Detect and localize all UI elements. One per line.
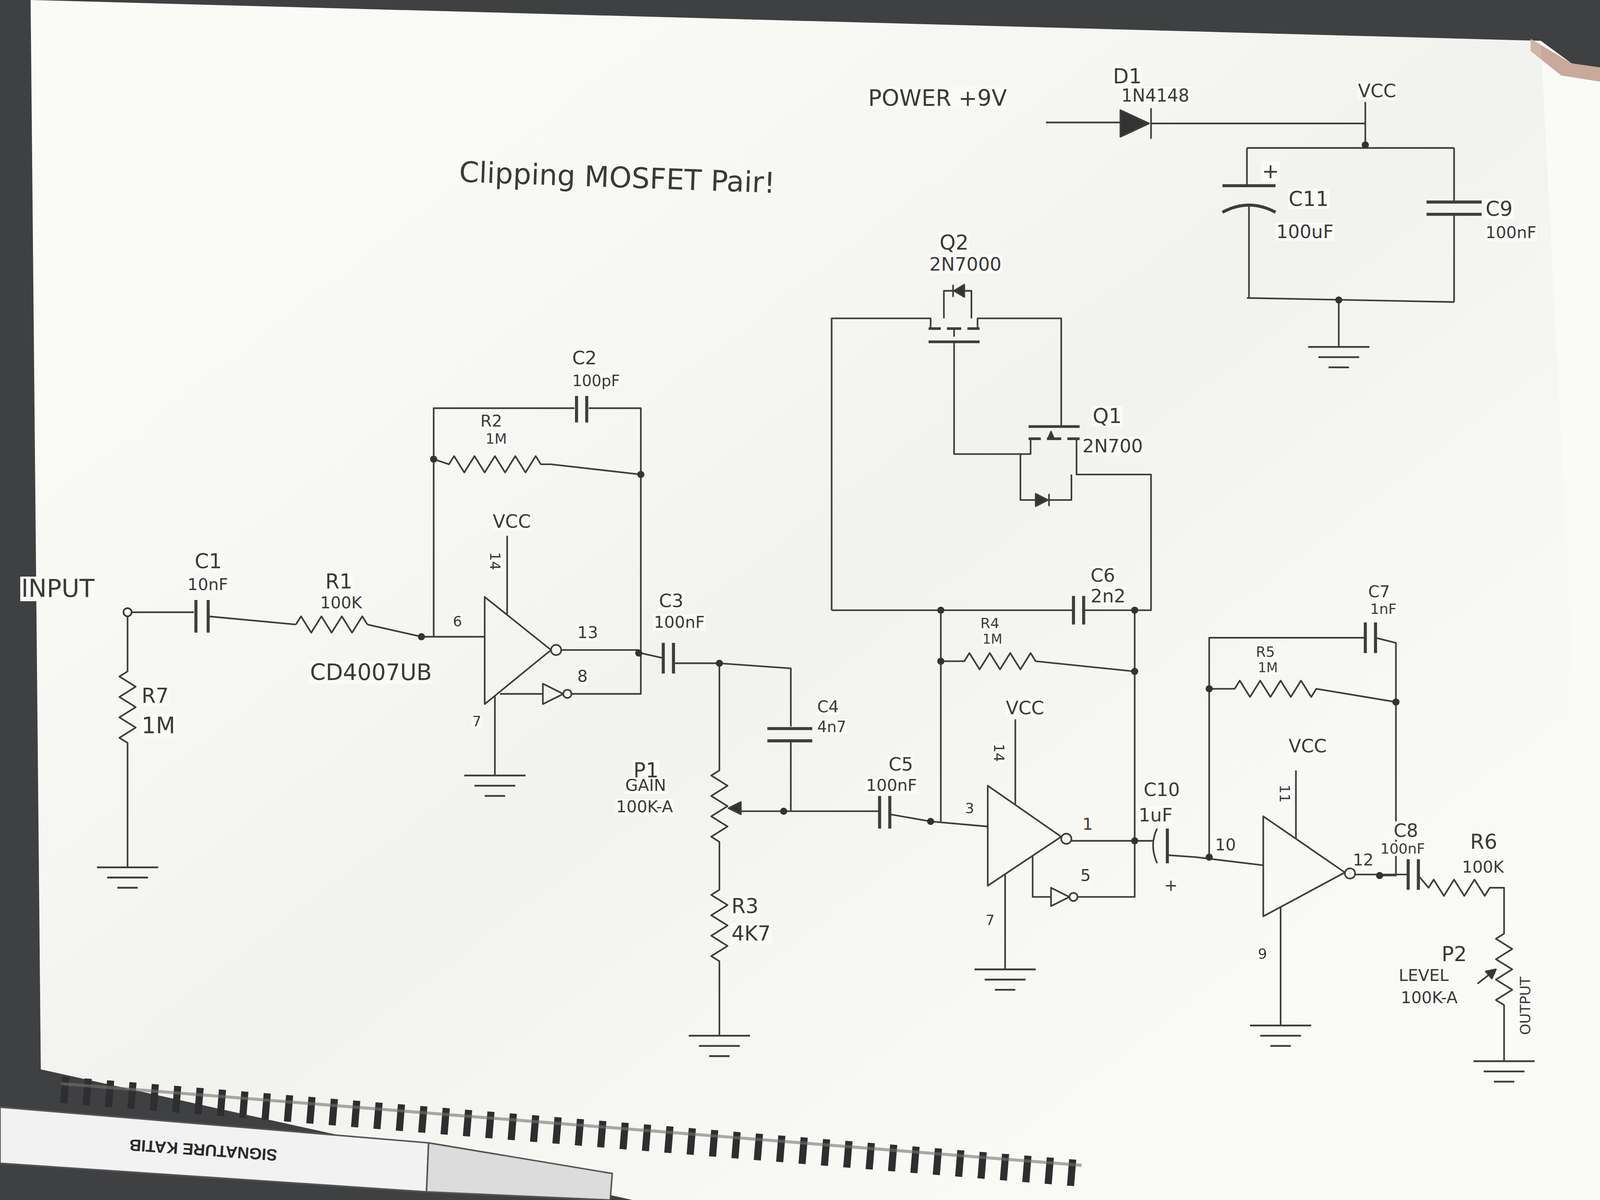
component-label: C6 [1089,566,1116,585]
component-label: C8 [1392,821,1420,840]
component-label: CD4007UB [309,661,433,684]
component-label: 13 [576,624,599,641]
component-label: POWER +9V [867,86,1008,110]
component-label: C4 [816,698,840,716]
component-label: + [1261,161,1280,182]
component-label: 4n7 [816,719,848,735]
component-label: C5 [887,755,914,774]
component-label: R6 [1469,831,1499,852]
component-label: Q1 [1091,405,1123,427]
diagram-title: Clipping MOSFET Pair! [458,157,776,198]
component-label: D1 [1112,66,1143,87]
component-label: 8 [576,668,589,685]
pen-imprint: SIGNATURE KATIB [128,1136,279,1164]
component-label: 12 [1351,851,1375,869]
component-label: R2 [479,413,504,430]
component-label: 3 [964,801,975,816]
component-label: 11 [1277,783,1292,804]
component-label: 10nF [186,576,229,593]
component-label: OUTPUT [1518,975,1533,1036]
component-label: 100nF [1379,841,1426,856]
component-label: C3 [658,591,685,610]
component-label: R4 [979,616,1001,631]
component-label: 14 [487,551,502,572]
component-label: 100uF [1275,222,1335,241]
component-label: 7 [471,714,483,729]
component-label: 1M [1257,661,1279,675]
component-label: 5 [1079,867,1092,884]
component-label: C1 [194,551,224,572]
component-label: 100K [319,594,363,612]
component-label: C11 [1287,188,1330,210]
component-label: VCC [1287,736,1328,756]
component-label: LEVEL [1398,967,1450,984]
component-label: VCC [1357,81,1397,100]
component-label: 2N700 [1081,436,1144,456]
pen-body [0,1107,429,1192]
component-label: + [1163,877,1179,894]
component-label: 6 [451,614,463,629]
component-label: 1M [484,431,508,447]
component-label: 100K [1461,859,1505,876]
component-label: 4K7 [730,923,772,944]
component-label: 100K-A [1400,989,1459,1006]
component-label: 1uF [1137,805,1174,825]
component-label: 2n2 [1089,586,1127,606]
component-label: 9 [1257,946,1268,962]
component-label: 1 [1081,816,1094,833]
component-label: C10 [1142,780,1181,799]
component-label: 1M [981,632,1004,646]
component-label: R1 [324,571,354,592]
input-terminal [123,608,132,617]
component-label: VCC [1005,698,1045,718]
component-label: 7 [984,913,996,928]
component-label: R5 [1255,644,1276,660]
paper-sheet [30,0,1600,1200]
component-label: 1M [140,714,177,737]
paper-shadow [30,0,1600,1200]
component-label: 1nF [1369,601,1398,617]
component-label: 100pF [571,373,621,389]
component-label: 100nF [865,777,918,794]
component-label: C2 [571,348,598,368]
junction-dots [417,141,1400,879]
component-label: VCC [491,512,532,531]
component-label: R3 [730,896,760,917]
component-label: C7 [1367,583,1391,600]
component-label: GAIN [624,777,668,794]
component-label: 100nF [653,614,706,631]
component-label: 2N7000 [928,255,1003,274]
component-label: Q2 [938,232,970,253]
component-label: R7 [140,685,170,706]
circuit-wires [96,101,1535,1082]
pen-cap [426,1142,613,1200]
component-label: 1N4148 [1120,86,1191,105]
component-label: 14 [991,742,1006,763]
component-label: C9 [1484,198,1514,220]
component-label: 100nF [1484,224,1537,241]
component-label: 100K-A [615,798,674,816]
component-label: INPUT [20,576,95,602]
component-label: 10 [1214,836,1237,854]
component-label: P2 [1440,944,1468,965]
